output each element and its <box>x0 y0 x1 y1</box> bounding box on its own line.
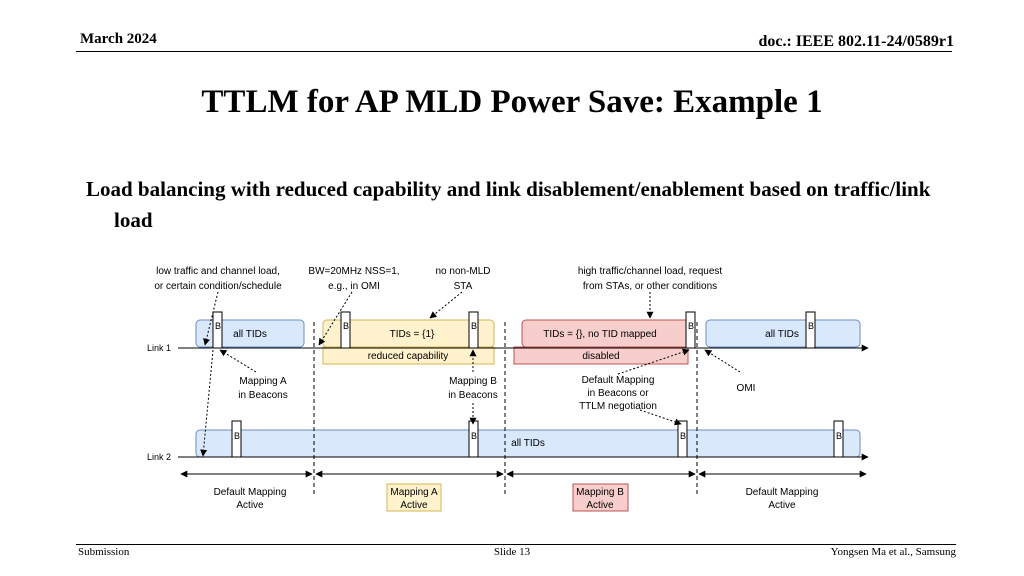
footer-slide-number: Slide 13 <box>493 546 531 558</box>
arrow-low-traffic <box>203 291 219 346</box>
note-bw-2: e.g., in OMI <box>328 281 380 292</box>
note-default-mapping-3: TTLM negotiation <box>579 401 657 412</box>
phase-4-label-2: Active <box>768 500 796 511</box>
link2-beacon-4-label: B <box>836 431 842 441</box>
reduced-capability-label: reduced capability <box>368 351 449 362</box>
link1-all-tids-label-1: all TIDs <box>233 329 267 340</box>
phase-2-box <box>386 483 442 512</box>
note-default-mapping-2: in Beacons or <box>587 388 649 399</box>
disabled-label: disabled <box>582 351 619 362</box>
arrow-omi <box>704 349 741 373</box>
arrow-default-mapping-up <box>617 348 690 375</box>
link2-all-tids-label: all TIDs <box>511 438 545 449</box>
link1-all-tids-box-2 <box>705 319 861 348</box>
link2-beacon-2-label: B <box>471 431 477 441</box>
link1-beacon-3 <box>468 311 479 349</box>
arrow-bw <box>318 291 353 346</box>
note-mapping-a-1: Mapping A <box>239 376 287 387</box>
link1-beacon-1 <box>212 311 223 349</box>
link1-beacon-5-label: B <box>808 321 814 331</box>
note-mapping-a-2: in Beacons <box>238 390 287 401</box>
arrow-default-mapping-down <box>639 409 682 426</box>
phase-3-label-2: Active <box>586 500 614 511</box>
footer-submission: Submission <box>78 546 130 558</box>
note-high-traffic-1: high traffic/channel load, request <box>578 266 723 277</box>
phase-2-label-2: Active <box>400 500 428 511</box>
phase-3-label-1: Mapping B <box>576 487 624 498</box>
reduced-capability-box <box>322 346 495 365</box>
link2-beacon-4 <box>833 420 844 458</box>
disabled-box <box>513 346 689 365</box>
note-default-mapping-1: Default Mapping <box>582 375 655 386</box>
note-omi: OMI <box>737 383 756 394</box>
link1-tids1-label: TIDs = {1} <box>390 329 435 340</box>
link2-beacon-1-label: B <box>234 431 240 441</box>
link1-label: Link 1 <box>147 343 171 353</box>
phase-1-label-1: Default Mapping <box>214 487 287 498</box>
header-date: March 2024 <box>80 31 157 47</box>
phase-2-label-1: Mapping A <box>390 487 438 498</box>
footer-rule <box>76 544 956 545</box>
header-rule <box>76 51 952 52</box>
phase-4-label-1: Default Mapping <box>746 487 819 498</box>
note-high-traffic-2: from STAs, or other conditions <box>583 281 717 292</box>
footer-authors: Yongsen Ma et al., Samsung <box>830 546 956 558</box>
link1-no-tid-label: TIDs = {}, no TID mapped <box>543 329 657 340</box>
note-no-mld-2: STA <box>454 281 473 292</box>
phase-1-label-2: Active <box>236 500 264 511</box>
link2-beacon-1 <box>231 420 242 458</box>
link2-label: Link 2 <box>147 452 171 462</box>
link1-beacon-2-label: B <box>343 321 349 331</box>
bullet-text: Load balancing with reduced capability a… <box>86 177 931 232</box>
note-low-traffic-1: low traffic and channel load, <box>156 266 280 277</box>
note-mapping-b-1: Mapping B <box>449 376 497 387</box>
phase-3-box <box>572 483 629 512</box>
link1-beacon-1-label: B <box>215 321 221 331</box>
note-low-traffic-2: or certain condition/schedule <box>154 281 282 292</box>
note-no-mld-1: no non-MLD <box>435 266 490 277</box>
link1-beacon-3-label: B <box>471 321 477 331</box>
note-bw-1: BW=20MHz NSS=1, <box>308 266 399 277</box>
link1-beacon-5 <box>805 311 816 349</box>
link1-beacon-4-label: B <box>688 321 694 331</box>
link2-beacon-3 <box>677 420 688 458</box>
note-mapping-b-2: in Beacons <box>448 390 497 401</box>
slide-title: TTLM for AP MLD Power Save: Example 1 <box>201 84 823 120</box>
arrow-no-mld <box>429 291 463 319</box>
arrow-mapping-a <box>219 349 257 373</box>
link1-beacon-4 <box>685 311 696 349</box>
link1-all-tids-box-1 <box>195 319 305 348</box>
header-doc-id: doc.: IEEE 802.11-24/0589r1 <box>758 33 954 50</box>
link2-beacon-3-label: B <box>680 431 686 441</box>
link1-beacon-2 <box>340 311 351 349</box>
arrow-link2-down <box>200 349 214 457</box>
link1-all-tids-label-2: all TIDs <box>765 329 799 340</box>
